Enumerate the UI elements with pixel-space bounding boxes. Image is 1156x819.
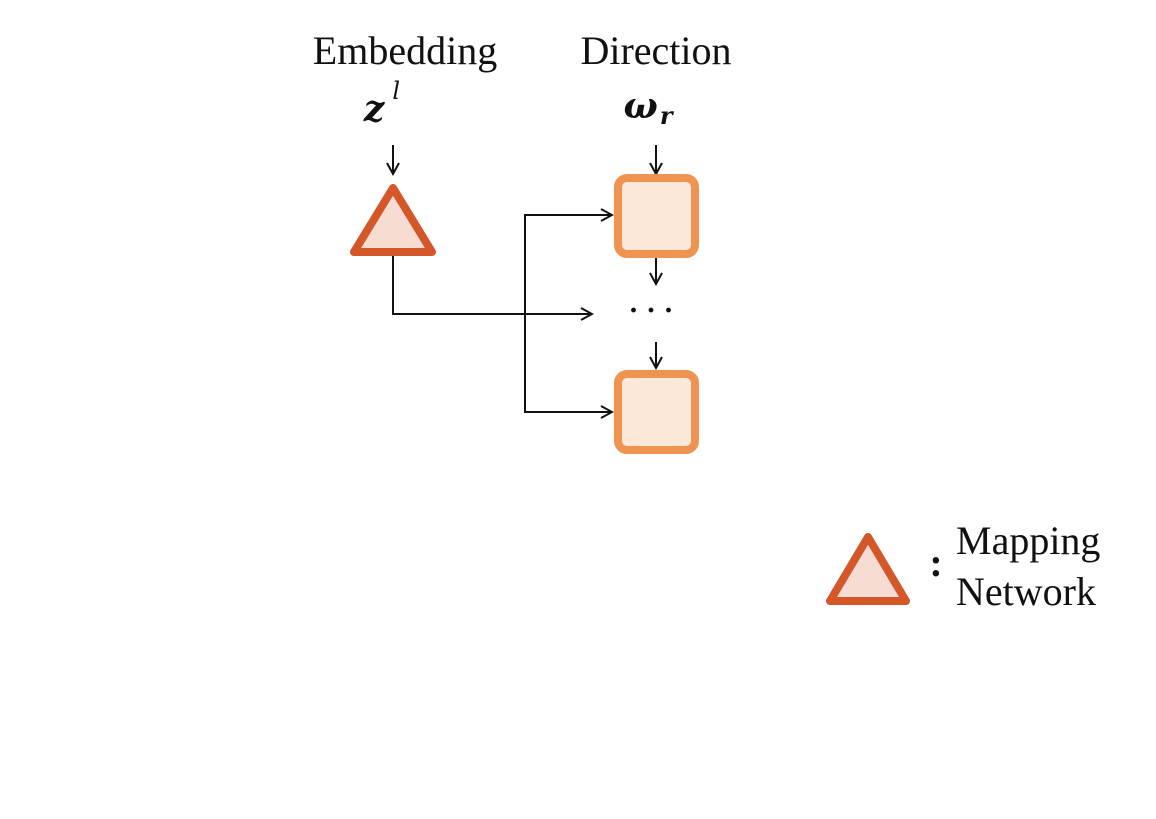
direction-symbol-subscript: r: [660, 101, 675, 130]
mapping-network-triangle-icon: [350, 184, 436, 256]
legend: : Mapping Network: [826, 518, 1100, 614]
embedding-symbol-base: z: [363, 88, 386, 130]
embedding-symbol-superscript: l: [392, 77, 400, 105]
legend-colon: :: [929, 540, 942, 585]
legend-label-line1: Mapping: [956, 518, 1100, 563]
direction-symbol-base: ω: [624, 85, 658, 127]
legend-triangle-icon: [826, 533, 910, 605]
ellipsis: · · ·: [628, 294, 673, 327]
direction-symbol: ωr: [624, 85, 675, 130]
legend-label-line2: Network: [956, 569, 1096, 614]
top-layer-block: [614, 174, 699, 258]
embedding-label: Embedding: [313, 28, 497, 73]
direction-label: Direction: [580, 28, 731, 73]
bottom-layer-block: [614, 370, 699, 454]
triangle-to-middle-connector: [392, 256, 592, 314]
